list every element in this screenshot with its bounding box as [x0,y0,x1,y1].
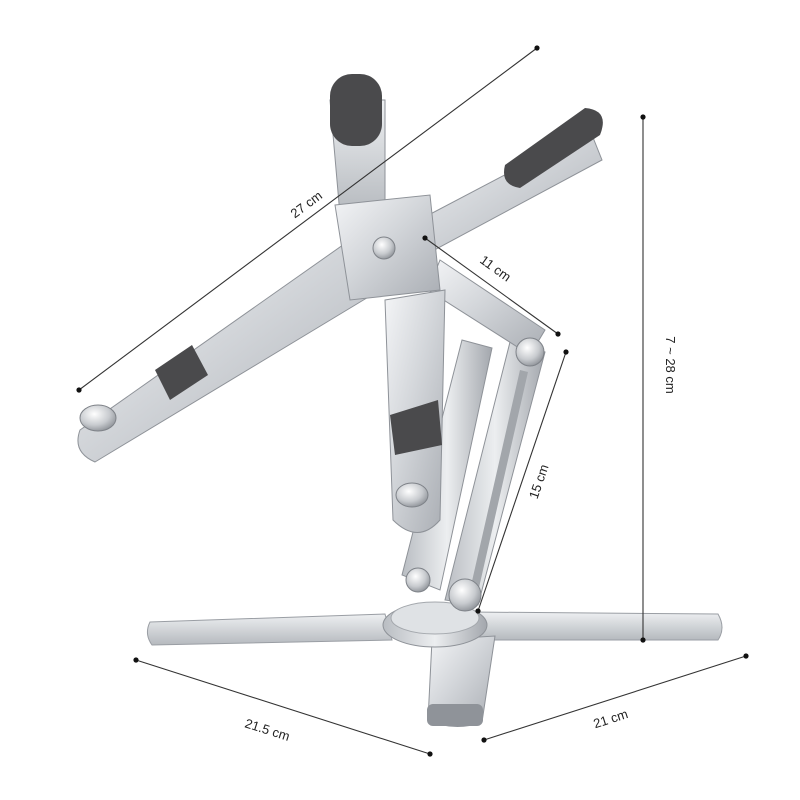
label-width-arms: 27 cm [288,188,325,221]
dimension-lines [76,45,749,757]
label-lower-arm: 15 cm [526,462,552,500]
rubber-pads [79,74,603,508]
base [146,601,723,727]
label-height-range: 7 ~ 28 cm [663,336,678,393]
label-base-right: 21 cm [591,706,629,731]
label-base-left: 21.5 cm [243,716,292,744]
support-arms [401,259,546,612]
